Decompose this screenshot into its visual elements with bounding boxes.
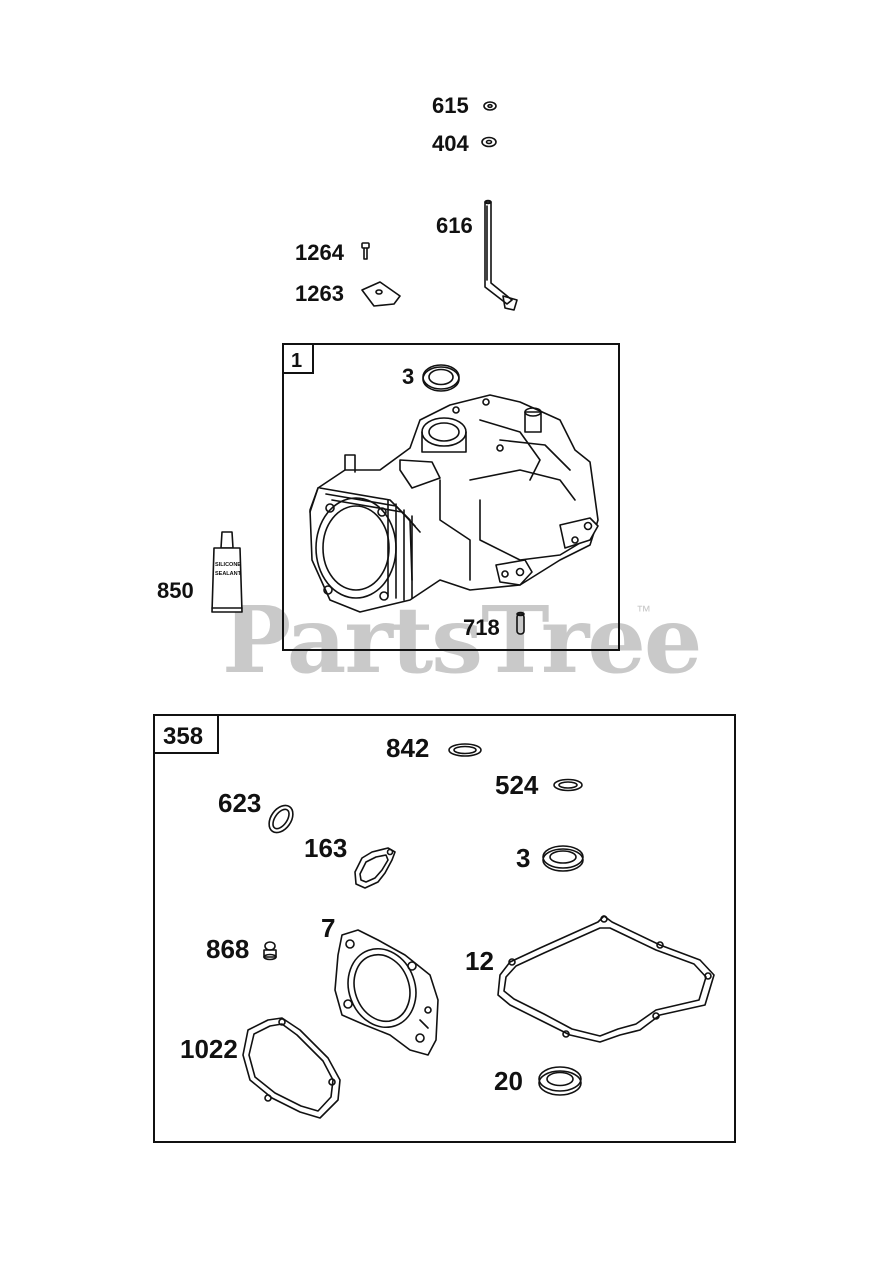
group-label-cylinder: 1 [291, 350, 302, 372]
o-ring-icon [553, 778, 583, 792]
part-3-seal-bottom[interactable]: 3 [516, 843, 584, 873]
part-label-7: 7 [321, 913, 335, 943]
part-12[interactable]: 12 [465, 915, 715, 1043]
part-1022[interactable]: 1022 [180, 1017, 341, 1119]
part-615[interactable]: 615 [432, 93, 497, 118]
part-1264[interactable]: 1264 [295, 240, 370, 265]
group-box-cylinder [282, 343, 620, 651]
head-gasket-icon [334, 929, 439, 1056]
part-label-12: 12 [465, 946, 494, 976]
part-404[interactable]: 404 [432, 131, 497, 156]
part-label-868: 868 [206, 934, 249, 964]
group-gasket-set: 358 842 524 623 163 [153, 714, 736, 1143]
part-label-1263: 1263 [295, 281, 344, 306]
o-ring-icon [268, 804, 294, 834]
part-label-3-b: 3 [516, 843, 530, 873]
part-label-20: 20 [494, 1066, 523, 1096]
part-label-842: 842 [386, 733, 429, 763]
washer-icon [481, 136, 497, 148]
dipstick-tube-icon [484, 199, 518, 311]
washer-icon [483, 101, 497, 111]
part-label-1264: 1264 [295, 240, 345, 265]
o-ring-icon [448, 743, 482, 757]
part-623[interactable]: 623 [218, 788, 298, 837]
part-163[interactable]: 163 [304, 833, 396, 889]
watermark-text: PartsTree [222, 586, 700, 694]
plug-icon [263, 941, 277, 961]
part-label-850: 850 [157, 578, 194, 603]
part-label-404: 404 [432, 131, 469, 156]
part-850[interactable]: 850 SILICONE SEALANT [157, 531, 243, 613]
part-label-163: 163 [304, 833, 347, 863]
sealant-tube-icon: SILICONE SEALANT [211, 531, 243, 613]
part-20[interactable]: 20 [494, 1066, 582, 1096]
part-label-3: 3 [402, 364, 414, 389]
part-616[interactable]: 616 [436, 199, 518, 311]
intake-gasket-icon [354, 847, 396, 889]
part-718[interactable]: 718 [463, 611, 525, 641]
group-badge-gasket-set [153, 714, 219, 754]
dowel-pin-icon [516, 611, 525, 635]
part-label-616: 616 [436, 213, 473, 238]
watermark-tm: ™ [636, 603, 651, 620]
part-label-524: 524 [495, 770, 539, 800]
part-842[interactable]: 842 [386, 733, 482, 763]
part-7[interactable]: 7 [321, 913, 439, 1056]
part-label-1022: 1022 [180, 1034, 238, 1064]
part-3-seal-top[interactable]: 3 [402, 364, 460, 392]
oil-seal-icon [538, 1066, 582, 1096]
part-1263[interactable]: 1263 [295, 281, 401, 307]
crankcase-gasket-icon [497, 915, 715, 1043]
part-524[interactable]: 524 [495, 770, 583, 800]
part-868[interactable]: 868 [206, 934, 277, 964]
tube-text-1: SILICONE [215, 562, 241, 568]
part-label-623: 623 [218, 788, 261, 818]
tube-text-2: SEALANT [215, 571, 242, 577]
cylinder-block-icon[interactable] [309, 394, 599, 613]
group-cylinder: 1 3 [282, 343, 620, 651]
oil-seal-icon [542, 845, 584, 872]
group-box-gasket-set [153, 714, 736, 1143]
part-label-615: 615 [432, 93, 469, 118]
part-label-718: 718 [463, 615, 500, 640]
oil-seal-icon [422, 364, 460, 392]
screw-icon [361, 242, 370, 260]
bracket-plate-icon [361, 281, 401, 307]
group-badge-cylinder [282, 343, 314, 374]
valve-cover-gasket-icon [242, 1017, 341, 1119]
group-label-gasket-set: 358 [163, 723, 203, 750]
